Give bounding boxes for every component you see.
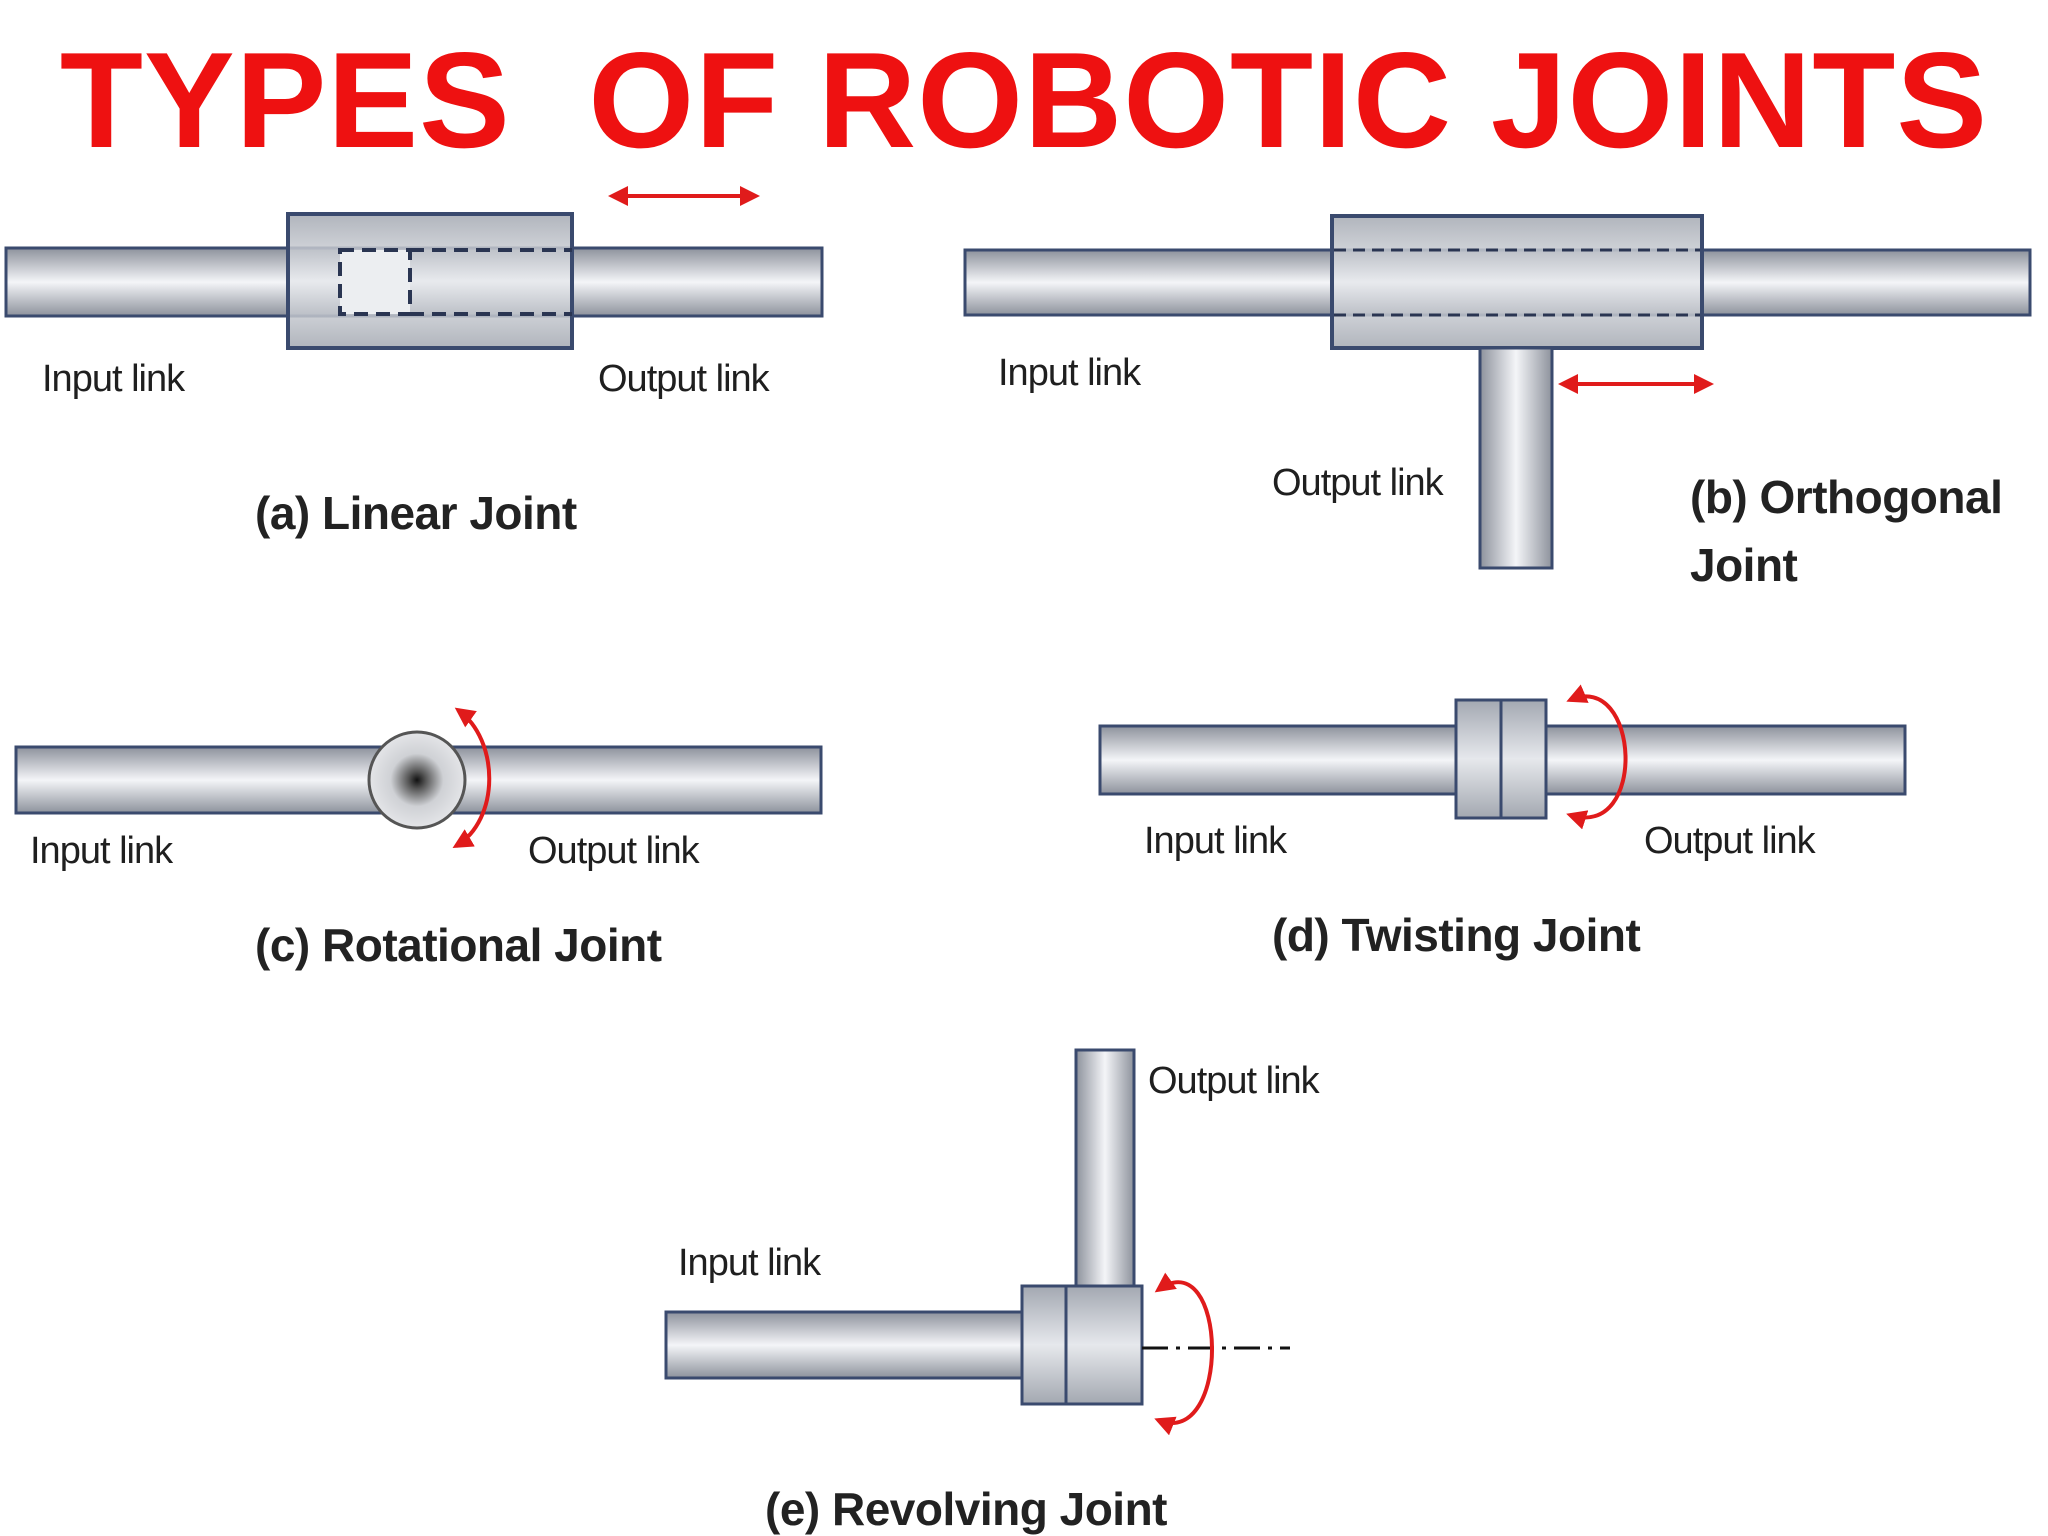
- twisting-motion-arrow: [1566, 684, 1628, 830]
- rotational-output-label: Output link: [528, 830, 700, 872]
- orthogonal-input-label: Input link: [998, 352, 1141, 394]
- revolving-motion-arrow: [1154, 1272, 1214, 1436]
- revolving-joint: [664, 1048, 1290, 1436]
- revolving-input-bar: [664, 1310, 1080, 1380]
- linear-inner-plug: [338, 248, 412, 316]
- revolving-output-label: Output link: [1148, 1060, 1320, 1102]
- linear-output-label: Output link: [598, 358, 770, 400]
- orthogonal-caption-line2: Joint: [1690, 539, 1798, 591]
- revolving-output-bar: [1074, 1048, 1136, 1290]
- revolving-input-label: Input link: [678, 1242, 821, 1284]
- linear-input-label: Input link: [42, 358, 185, 400]
- orthogonal-caption-line1: (b) Orthogonal: [1690, 471, 2003, 523]
- orthogonal-output-label: Output link: [1272, 462, 1444, 504]
- orthogonal-hidden-edges: [1334, 248, 1700, 317]
- linear-hidden-edges: [410, 248, 572, 316]
- linear-joint: [4, 186, 824, 350]
- page-title: TYPES OF ROBOTIC JOINTS: [59, 24, 1989, 176]
- orthogonal-joint: [963, 214, 2032, 570]
- rotational-input-label: Input link: [30, 830, 173, 872]
- revolving-collar: [1020, 1284, 1144, 1406]
- twisting-caption: (d) Twisting Joint: [1272, 909, 1641, 961]
- rotational-motion-arrow: [452, 707, 492, 849]
- twisting-output-label: Output link: [1644, 820, 1816, 862]
- revolving-caption: (e) Revolving Joint: [765, 1483, 1167, 1535]
- linear-caption: (a) Linear Joint: [255, 487, 577, 539]
- linear-sleeve: [286, 212, 574, 350]
- twisting-input-label: Input link: [1144, 820, 1287, 862]
- rotational-joint: [14, 707, 823, 849]
- twisting-joint: [1098, 684, 1907, 830]
- orthogonal-sleeve: [1330, 214, 1704, 350]
- rotational-pivot-disc: [367, 730, 467, 830]
- orthogonal-output-bar: [1478, 346, 1554, 570]
- rotational-caption: (c) Rotational Joint: [255, 919, 662, 971]
